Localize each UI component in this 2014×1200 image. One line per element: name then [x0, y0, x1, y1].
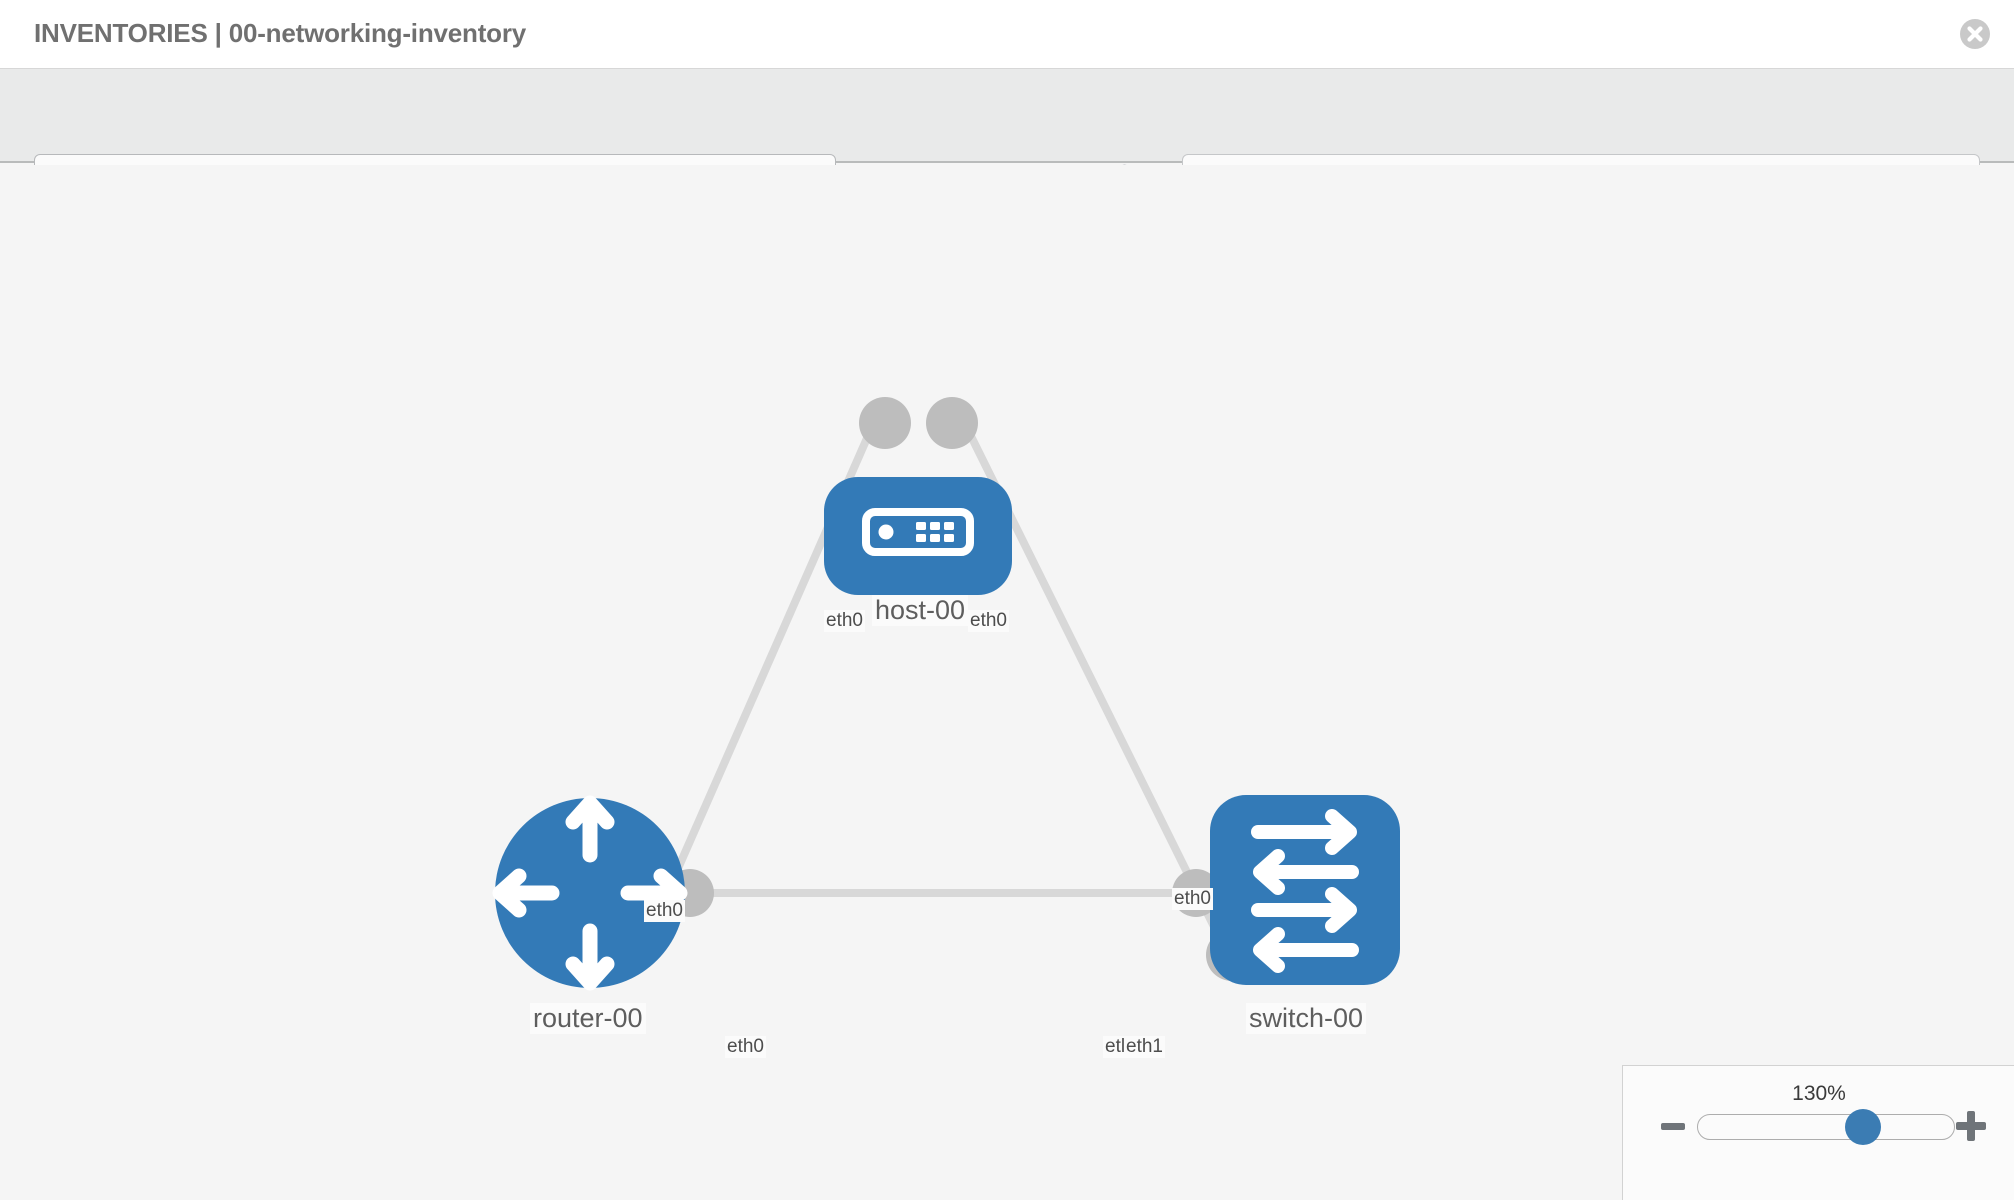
port-label-switch-up: eth0 — [1172, 888, 1213, 910]
zoom-percent-label: 130% — [1792, 1082, 1846, 1105]
zoom-control-panel: 130% — [1622, 1065, 2014, 1200]
zoom-out-button[interactable] — [1661, 1123, 1685, 1130]
port-label-switch-left-b: eth1 — [1124, 1036, 1165, 1058]
zoom-in-button[interactable] — [1956, 1111, 1986, 1141]
port-label-router-up: eth0 — [644, 900, 685, 922]
port-host-right — [926, 397, 978, 449]
port-label-router-right: eth0 — [725, 1036, 766, 1058]
port-label-host-right: eth0 — [968, 610, 1009, 632]
port-label-switch-left-a: etl — [1103, 1036, 1128, 1058]
toolbar: ACTIONS SEARCH — [0, 69, 2014, 206]
zoom-slider-track[interactable] — [1697, 1114, 1955, 1140]
node-switch-00 — [1210, 795, 1400, 985]
node-label-switch: switch-00 — [1246, 1003, 1367, 1034]
node-label-router: router-00 — [530, 1003, 646, 1034]
close-icon[interactable] — [1959, 18, 1991, 50]
port-host-left — [859, 397, 911, 449]
port-label-host-left: eth0 — [824, 610, 865, 632]
topology-canvas[interactable]: host-00 router-00 switch-00 eth0 eth0 et… — [0, 165, 2014, 1200]
node-host-00 — [824, 477, 1012, 595]
page-header: INVENTORIES | 00-networking-inventory — [0, 0, 2014, 69]
node-label-host: host-00 — [872, 595, 969, 626]
page-title: INVENTORIES | 00-networking-inventory — [34, 18, 527, 48]
node-router-00 — [492, 795, 688, 991]
zoom-slider-thumb[interactable] — [1845, 1109, 1881, 1145]
topology-graph — [492, 397, 1400, 991]
